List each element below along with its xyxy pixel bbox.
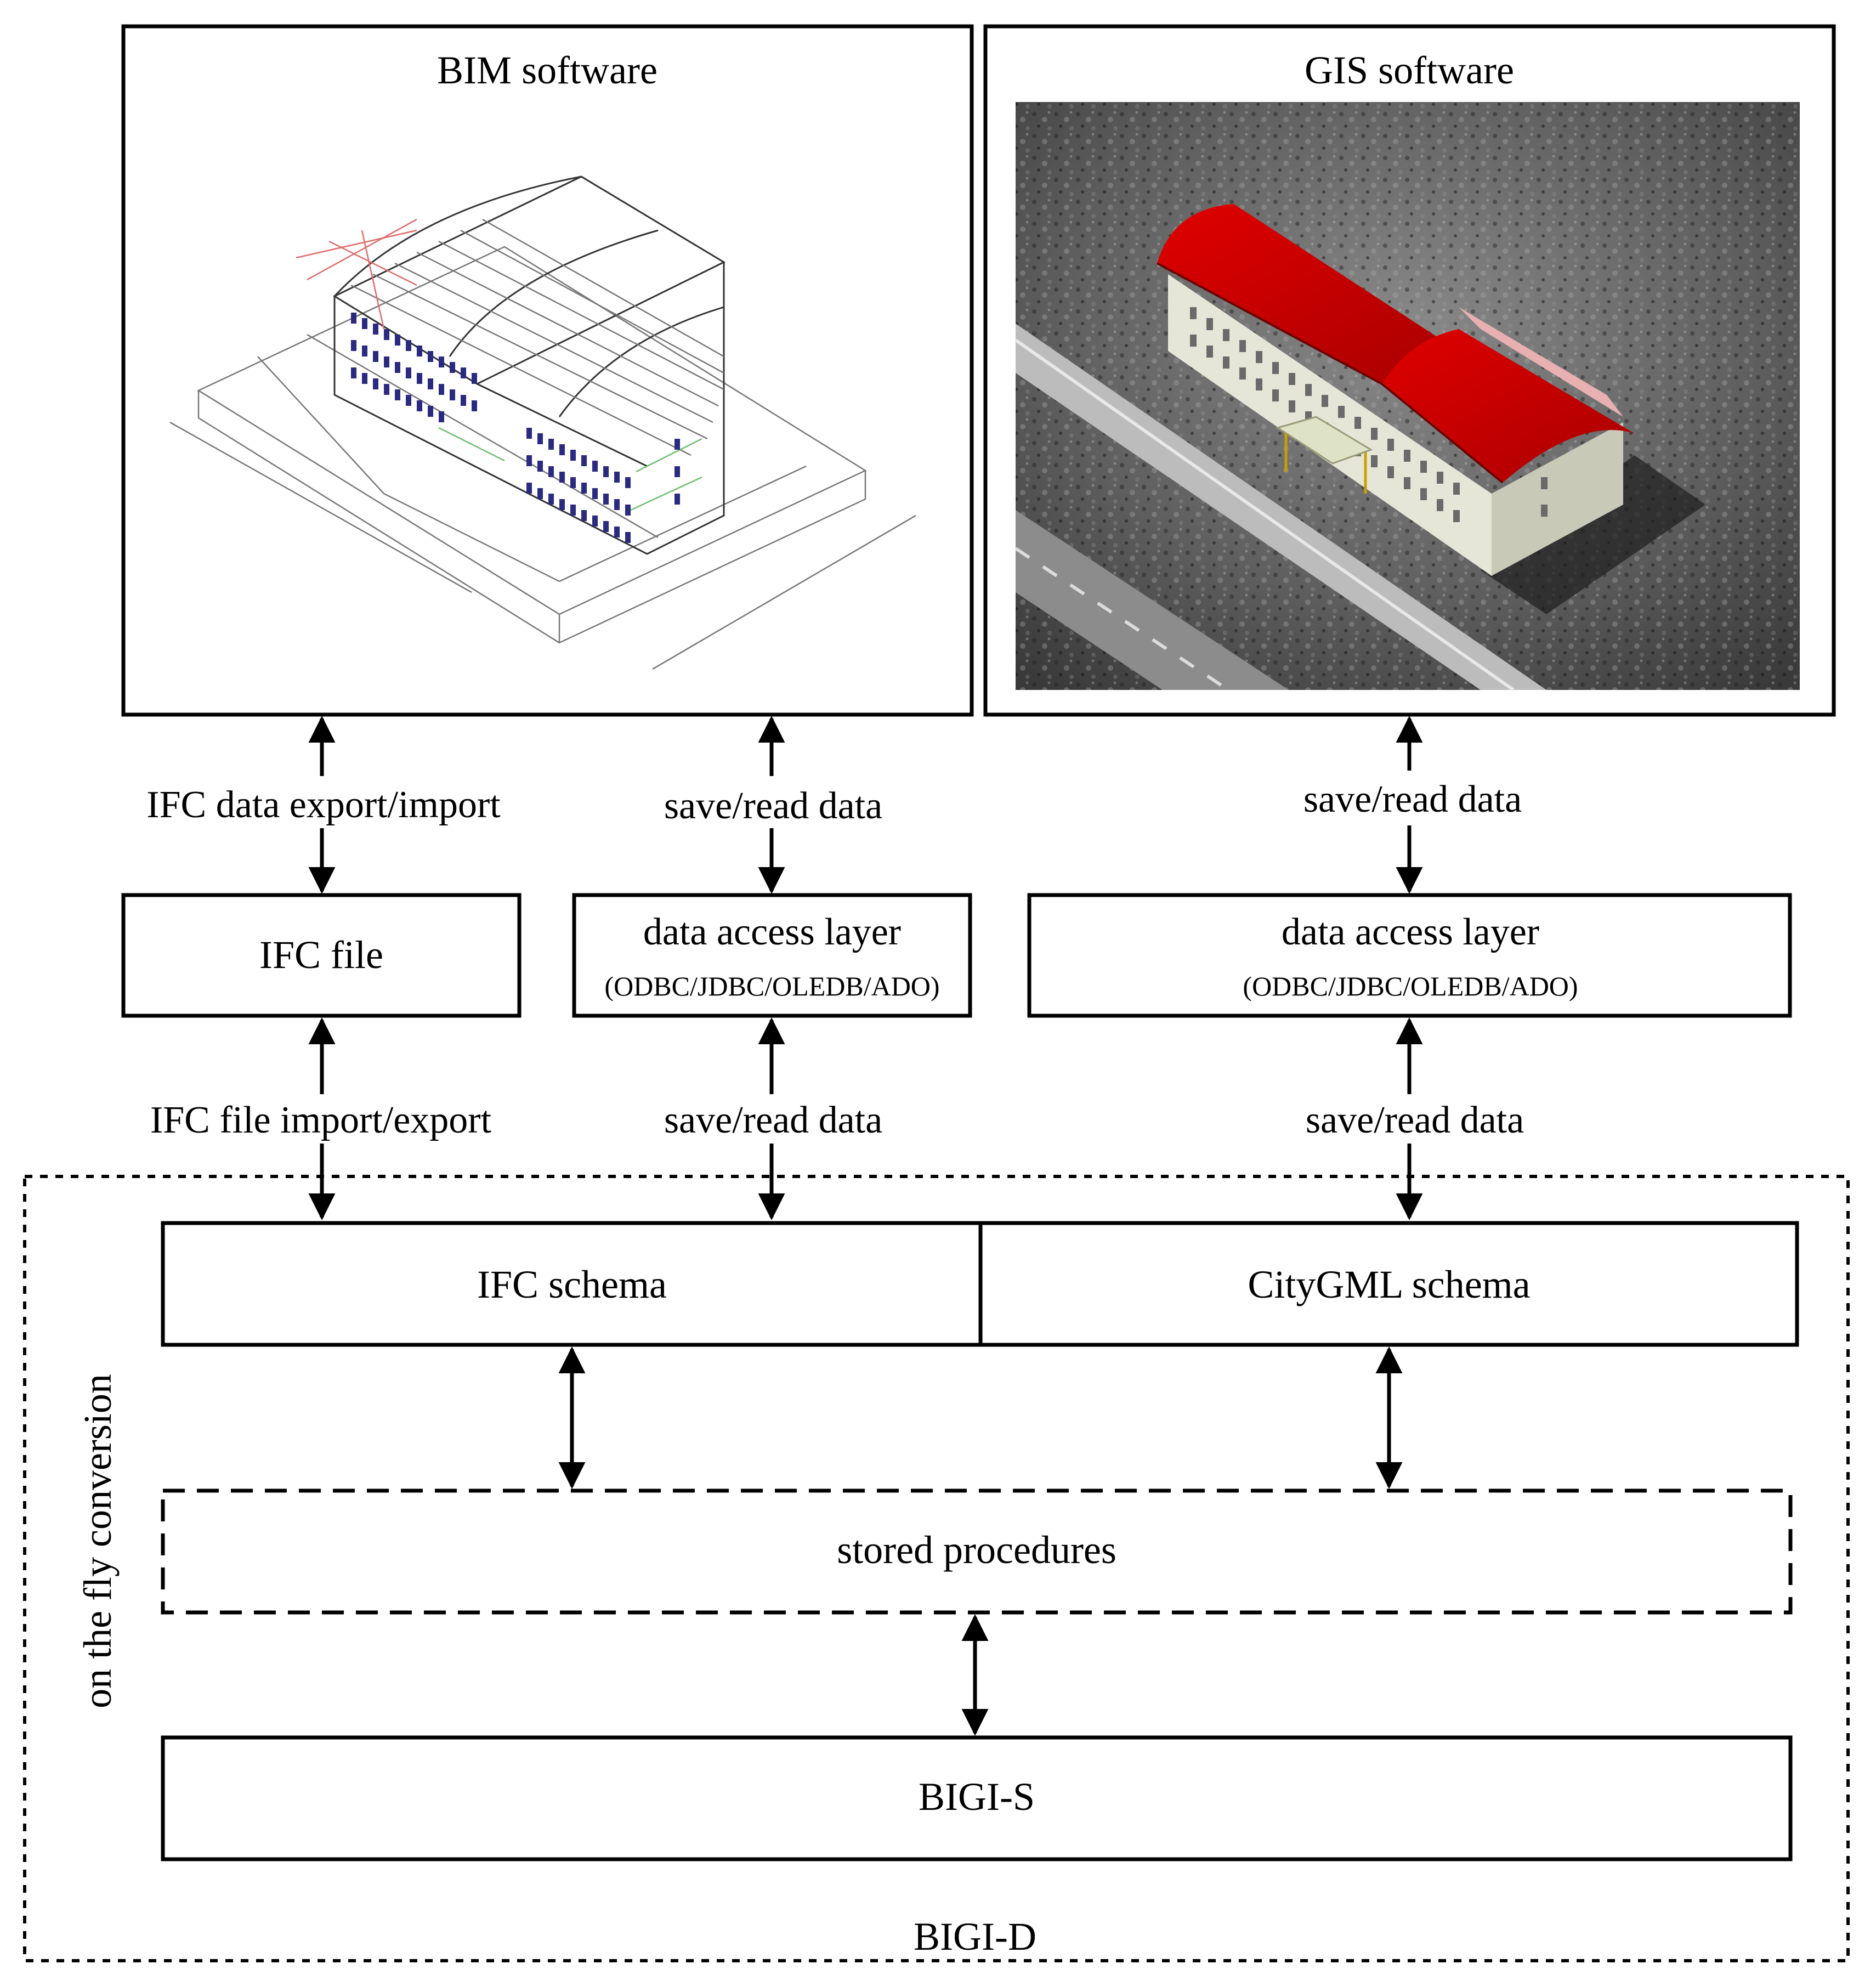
dal-right-frame — [1027, 893, 1792, 1018]
bim-panel-title: BIM software — [437, 48, 658, 92]
dal-left-title: data access layer — [643, 911, 901, 953]
bigi-d-container: on the fly conversion BIGI-D IFC schema … — [23, 1175, 1850, 1962]
bigi-d-label: BIGI-D — [914, 1915, 1036, 1959]
bigi-d-frame — [23, 1175, 1850, 1962]
on-the-fly-conversion-label: on the fly conversion — [76, 1374, 120, 1708]
bigi-s-label: BIGI-S — [919, 1775, 1035, 1819]
dal-right-subtitle: (ODBC/JDBC/OLEDB/ADO) — [1243, 971, 1578, 1001]
data-access-layer-left: data access layer (ODBC/JDBC/OLEDB/ADO) — [572, 893, 972, 1018]
ifc-data-export-import-label: IFC data export/import — [146, 784, 501, 826]
gis-panel-title: GIS software — [1305, 48, 1514, 92]
bim-wireframe-building-image — [169, 176, 916, 670]
save-read-data-label-3: save/read data — [664, 1099, 882, 1141]
ifc-file-label: IFC file — [259, 933, 383, 977]
save-read-data-label-1: save/read data — [664, 785, 882, 827]
bim-software-panel: BIM software — [121, 24, 974, 717]
top-connectors: IFC data export/import save/read data sa… — [146, 716, 1522, 894]
citygml-schema-label: CityGML schema — [1248, 1263, 1530, 1306]
gis-3d-building-image — [1014, 102, 1800, 692]
stored-procedures-label: stored procedures — [837, 1528, 1116, 1572]
bigi-s-frame — [161, 1735, 1793, 1861]
dal-right-title: data access layer — [1282, 911, 1539, 953]
gis-software-panel: GIS software — [983, 24, 1836, 717]
ifc-file-box: IFC file — [121, 893, 522, 1018]
dal-left-frame — [572, 893, 972, 1018]
lower-connectors: IFC file import/export save/read data sa… — [150, 1017, 1524, 1220]
stored-procedures-frame — [161, 1488, 1793, 1615]
ifc-schema-label: IFC schema — [477, 1263, 667, 1306]
bim-panel-frame — [121, 24, 974, 717]
ifc-file-import-export-label: IFC file import/export — [150, 1099, 492, 1141]
dal-left-subtitle: (ODBC/JDBC/OLEDB/ADO) — [604, 971, 939, 1001]
save-read-data-label-2: save/read data — [1303, 778, 1522, 820]
data-access-layer-right: data access layer (ODBC/JDBC/OLEDB/ADO) — [1027, 893, 1792, 1018]
ifc-file-frame — [121, 893, 522, 1018]
save-read-data-label-4: save/read data — [1306, 1099, 1524, 1141]
